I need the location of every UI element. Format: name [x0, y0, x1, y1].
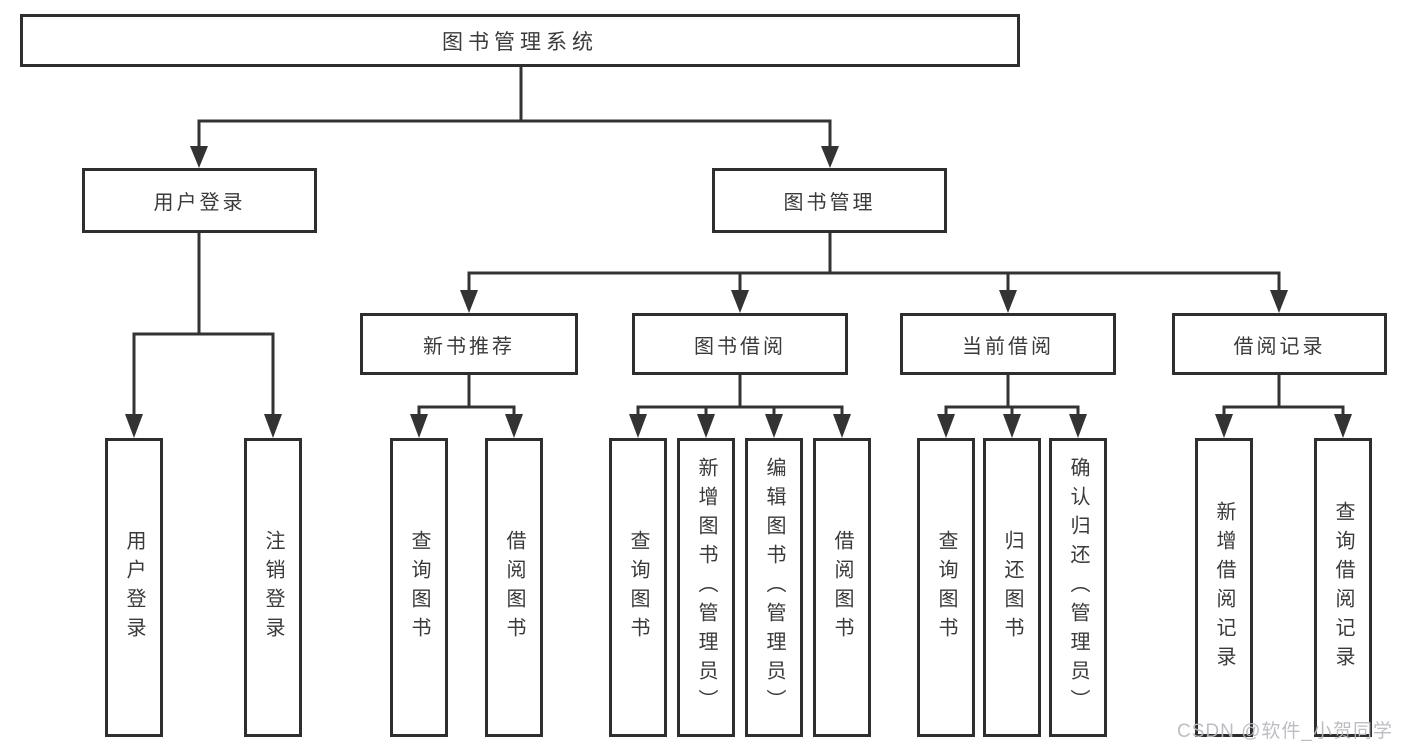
arrowhead-book-management — [821, 146, 839, 168]
leaf-return-book: 归还图书 — [983, 438, 1041, 737]
leaf-confirm-return-admin: 确认归还（管理员） — [1049, 438, 1107, 737]
arrowhead-leaf-user-login — [125, 414, 143, 438]
leaf-label: 新增图书（管理员） — [695, 457, 717, 718]
arrowhead-add-borrow-record — [1215, 414, 1233, 438]
arrowhead-query-books-1 — [410, 414, 428, 438]
node-label: 用户登录 — [153, 192, 246, 214]
connector-root-crossbar — [197, 119, 832, 147]
arrowhead-query-books-3 — [937, 414, 955, 438]
leaf-label: 查询图书 — [935, 529, 957, 646]
node-book-management: 图书管理 — [712, 168, 947, 233]
leaf-label: 用户登录 — [123, 529, 145, 646]
arrowhead-query-borrow-record — [1334, 414, 1352, 438]
node-label: 图书管理系统 — [442, 30, 598, 54]
leaf-label: 借阅图书 — [831, 529, 853, 646]
node-current-borrow: 当前借阅 — [900, 313, 1116, 375]
leaf-label: 注销登录 — [262, 529, 284, 646]
arrowhead-new-book-recommend — [460, 290, 478, 313]
arrowhead-confirm-return — [1069, 414, 1087, 438]
arrowhead-user-login — [190, 146, 208, 168]
leaf-query-borrow-record: 查询借阅记录 — [1314, 438, 1372, 737]
arrowhead-borrow-books-1 — [505, 414, 523, 438]
leaf-add-borrow-record: 新增借阅记录 — [1195, 438, 1253, 737]
leaf-query-books-current: 查询图书 — [917, 438, 975, 737]
node-user-login: 用户登录 — [82, 168, 317, 233]
leaf-label: 归还图书 — [1001, 529, 1023, 646]
leaf-query-books-borrow: 查询图书 — [609, 438, 667, 737]
node-label: 图书借阅 — [694, 335, 786, 358]
arrowhead-add-book — [697, 414, 715, 438]
connector-borrow-records-crossbar — [1222, 405, 1345, 417]
leaf-borrow-books-borrow: 借阅图书 — [813, 438, 871, 737]
node-label: 新书推荐 — [423, 335, 515, 358]
leaf-label: 新增借阅记录 — [1213, 500, 1235, 675]
connector-new-book-recommend-crossbar — [417, 405, 516, 417]
leaf-label: 查询借阅记录 — [1332, 500, 1354, 675]
arrowhead-return-book — [1003, 414, 1021, 438]
node-book-borrow: 图书借阅 — [632, 313, 848, 375]
node-label: 当前借阅 — [962, 335, 1054, 358]
leaf-label: 确认归还（管理员） — [1067, 457, 1089, 718]
node-label: 图书管理 — [783, 192, 876, 214]
arrowhead-leaf-logout — [264, 414, 282, 438]
arrowhead-edit-book — [765, 414, 783, 438]
leaf-borrow-books-recommend: 借阅图书 — [485, 438, 543, 737]
leaf-edit-book-admin: 编辑图书（管理员） — [745, 438, 803, 737]
leaf-add-book-admin: 新增图书（管理员） — [677, 438, 735, 737]
arrowhead-borrow-books-2 — [833, 414, 851, 438]
node-new-book-recommend: 新书推荐 — [360, 313, 578, 375]
arrowhead-book-borrow — [731, 290, 749, 313]
node-borrow-records: 借阅记录 — [1172, 313, 1387, 375]
connector-book-borrow-crossbar — [636, 405, 844, 417]
arrowhead-query-books-2 — [629, 414, 647, 438]
connector-user-login-crossbar — [132, 332, 275, 417]
connector-book-management-crossbar — [467, 271, 1281, 292]
leaf-logout: 注销登录 — [244, 438, 302, 737]
leaf-query-books-recommend: 查询图书 — [390, 438, 448, 737]
arrowhead-current-borrow — [999, 290, 1017, 313]
leaf-label: 编辑图书（管理员） — [763, 457, 785, 718]
leaf-user-login: 用户登录 — [105, 438, 163, 737]
leaf-label: 查询图书 — [408, 529, 430, 646]
leaf-label: 借阅图书 — [503, 529, 525, 646]
leaf-label: 查询图书 — [627, 529, 649, 646]
arrowhead-borrow-records — [1270, 290, 1288, 313]
node-library-management-system: 图书管理系统 — [20, 14, 1020, 67]
node-label: 借阅记录 — [1233, 335, 1326, 358]
